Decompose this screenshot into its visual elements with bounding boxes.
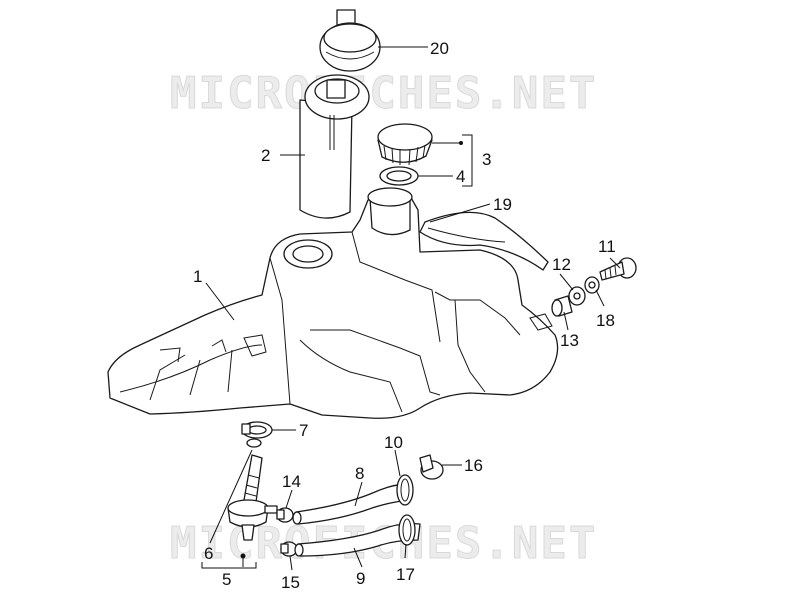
part-16-p-clip [419,454,444,480]
part-18-washer [584,276,600,294]
part-8-hose [292,483,413,525]
leader-lines [201,46,621,571]
callout-13: 13 [560,331,579,350]
callout-16: 16 [464,456,483,475]
part-3-filler-cap [377,123,433,166]
part-7-clamp [241,421,273,439]
part-11-bolt [599,257,637,281]
part-6-fuel-tap [227,438,278,559]
part-9-hose [294,522,421,557]
watermark-top: MICROFICHES.NET [169,68,598,120]
part-20-gauge-cap [319,9,381,72]
callout-8: 8 [355,464,364,483]
callout-1: 1 [193,267,202,286]
callout-15: 15 [281,573,300,592]
callout-6: 6 [204,544,213,563]
callout-3: 3 [482,150,491,169]
callout-19: 19 [493,195,512,214]
part-17-hose-clamp [398,514,416,546]
part-13-spacer [551,295,573,317]
callout-17: 17 [396,565,415,584]
callout-18: 18 [596,311,615,330]
callout-12: 12 [552,255,571,274]
callout-10: 10 [384,433,403,452]
part-1-fuel-tank [107,187,559,419]
callout-5: 5 [222,570,231,589]
callout-20: 20 [430,39,449,58]
callout-4: 4 [456,167,465,186]
callout-9: 9 [356,569,365,588]
part-10-hose-clamp [396,474,414,506]
callout-14: 14 [282,472,301,491]
part-12-washer [568,286,586,306]
part-4-gasket [379,166,419,186]
callout-2: 2 [261,146,270,165]
callout-labels: 20 2 3 4 19 1 11 12 18 13 7 10 16 8 14 6… [193,39,616,592]
part-2-level-sender [299,74,370,219]
part-14-clip [276,507,294,523]
part-19-breather-pipe [419,211,549,271]
callout-11: 11 [598,237,616,256]
callout-7: 7 [299,421,308,440]
